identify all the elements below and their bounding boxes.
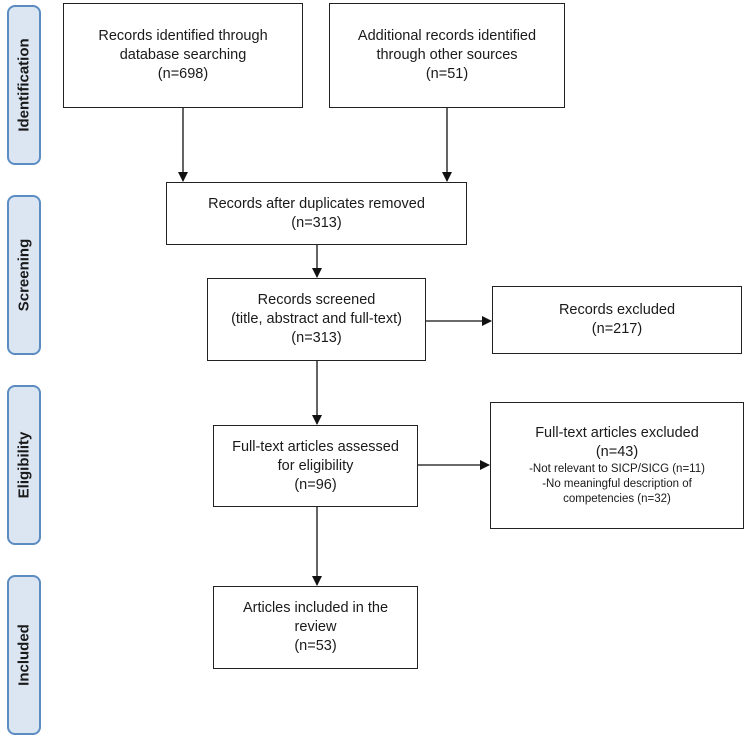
db-search-line-2: database searching — [119, 47, 247, 63]
screened-line-1: Records screened — [257, 292, 376, 308]
assessed-line-1: Full-text articles assessed — [232, 438, 399, 455]
excluded-line-1: Records excluded — [558, 302, 676, 318]
box-fulltext-excluded: Full-text articles excluded (n=43) -Not … — [490, 402, 744, 529]
box-other-sources: Additional records identified through ot… — [329, 3, 565, 108]
other-sources-count: (n=51) — [425, 66, 469, 82]
stage-eligibility: Eligibility — [7, 385, 41, 545]
box-records-screened: Records screened (title, abstract and fu… — [207, 278, 426, 361]
screened-count: (n=313) — [291, 330, 342, 346]
included-count: (n=53) — [294, 638, 337, 654]
dedup-count: (n=313) — [291, 214, 342, 231]
other-sources-line-2: through other sources — [376, 47, 518, 63]
other-sources-line-1: Additional records identified — [357, 28, 537, 44]
assessed-line-2: for eligibility — [277, 457, 354, 474]
ft-excluded-reason-2: -No meaningful description of — [542, 478, 692, 490]
excluded-count: (n=217) — [591, 321, 643, 337]
dedup-line-1: Records after duplicates removed — [208, 195, 425, 212]
db-search-line-1: Records identified through — [98, 28, 268, 44]
box-articles-included: Articles included in the review (n=53) — [213, 586, 418, 669]
db-search-count: (n=698) — [157, 66, 209, 82]
ft-excluded-reason-1: -Not relevant to SICP/SICG (n=11) — [529, 463, 705, 475]
assessed-count: (n=96) — [294, 476, 337, 493]
box-fulltext-assessed: Full-text articles assessed for eligibil… — [213, 425, 418, 507]
stage-identification: Identification — [7, 5, 41, 165]
box-duplicates-removed: Records after duplicates removed (n=313) — [166, 182, 467, 245]
box-records-excluded: Records excluded (n=217) — [492, 286, 742, 354]
box-database-searching: Records identified through database sear… — [63, 3, 303, 108]
included-line-1: Articles included in the — [242, 600, 389, 616]
ft-excluded-reason-2-cont: competencies (n=32) — [563, 493, 671, 505]
ft-excluded-count: (n=43) — [595, 444, 639, 460]
stage-included: Included — [7, 575, 41, 735]
stage-screening: Screening — [7, 195, 41, 355]
included-line-2: review — [294, 619, 337, 635]
screened-line-2: (title, abstract and full-text) — [231, 311, 402, 327]
ft-excluded-line-1: Full-text articles excluded — [535, 425, 699, 441]
